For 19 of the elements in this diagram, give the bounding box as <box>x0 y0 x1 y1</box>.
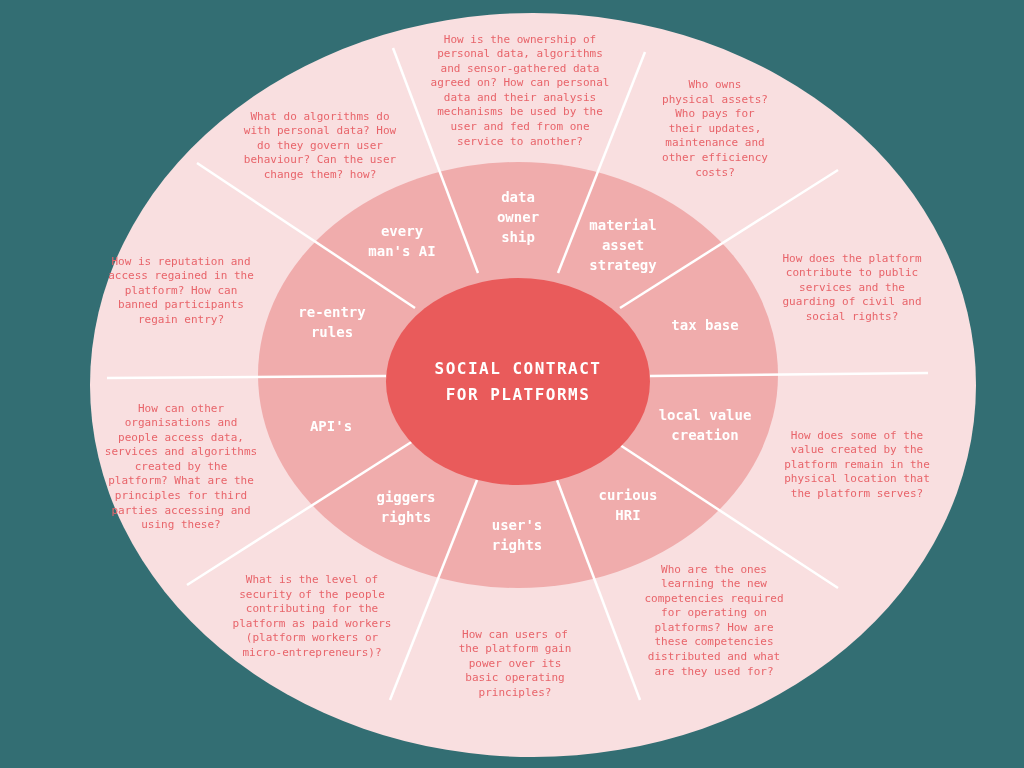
topic-label: curious HRI <box>597 486 659 525</box>
topic-label: local value creation <box>657 406 753 445</box>
question-text: How does some of the value created by the platform remain in the physical location that the platform serves? <box>783 428 931 502</box>
question-text: How does the platform contribute to public services and the guarding of civil and social rights? <box>781 251 923 325</box>
topic-label: re-entry rules <box>297 303 367 342</box>
question-text: How can users of the platform gain power over its basic operating principles? <box>457 627 573 701</box>
topic-label: material asset strategy <box>588 216 658 275</box>
topic-label: data owner ship <box>495 188 541 247</box>
question-text: Who are the ones learning the new competencies required for operating on platforms? How are these competencies distributed and what are they used for? <box>643 562 785 680</box>
topic-label: API's <box>308 417 354 436</box>
question-text: How is the ownership of personal data, algorithms and sensor-gathered data agreed on? How can personal data and their analysis mechanisms be used by the user and fed from one service to another? <box>429 32 611 150</box>
title-text: SOCIAL CONTRACT FOR PLATFORMS <box>433 357 603 406</box>
question-text: Who owns physical assets? Who pays for their updates, maintenance and other efficiency costs? <box>661 78 769 181</box>
question-text: What do algorithms do with personal data? How do they govern user behaviour? Can the user change them? how? <box>242 109 398 183</box>
question-text: What is the level of security of the people contributing for the platform as paid workers (platform workers or micro-entrepreneurs)? <box>231 573 393 661</box>
topic-label: user's rights <box>490 516 544 555</box>
topic-label: tax base <box>670 316 740 335</box>
topic-label: every man's AI <box>367 222 437 261</box>
topic-label: giggers rights <box>375 488 437 527</box>
